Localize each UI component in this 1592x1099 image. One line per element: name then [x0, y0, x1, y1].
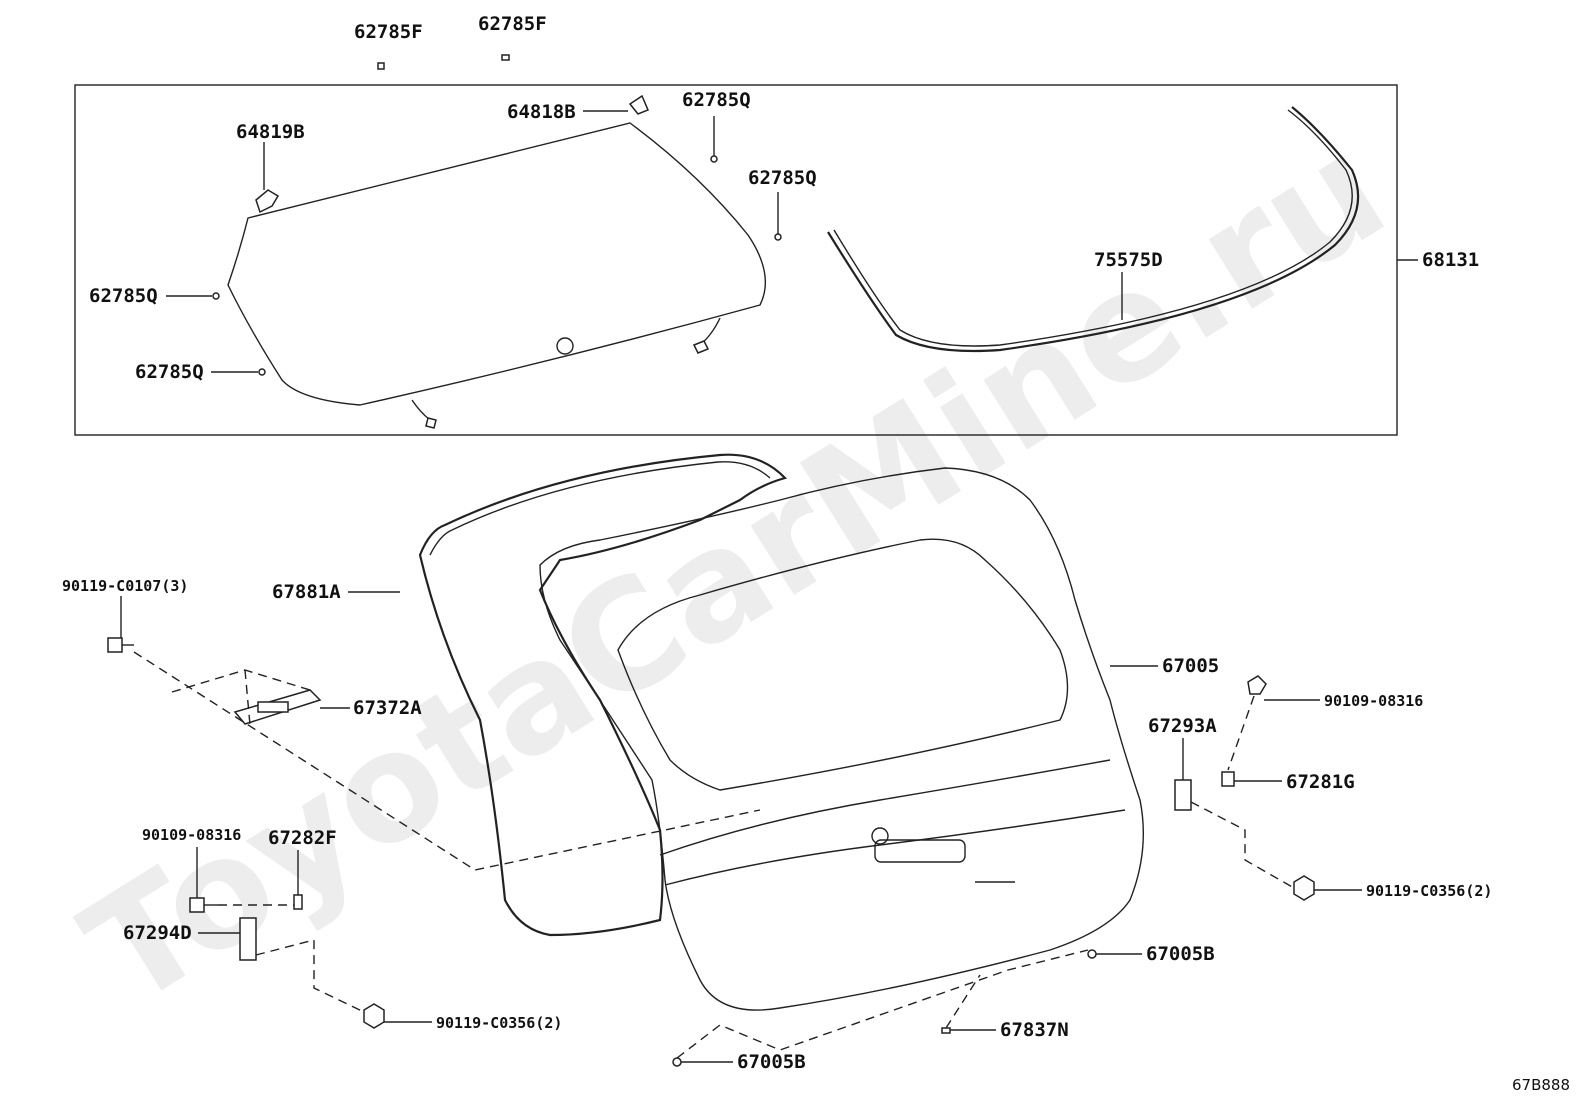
hinge-67372a — [233, 689, 322, 725]
dash-right-bracket — [1190, 801, 1295, 889]
diagram-id: 67B888 — [1512, 1076, 1570, 1094]
dash-bottom-plugs — [676, 949, 1089, 1059]
label-90119-c0107: 90119-C0107(3) — [62, 577, 188, 595]
clip-62785q-bottom — [258, 368, 266, 376]
watermark: ToyotaCarMine.ru — [57, 103, 1414, 1041]
glass-wire-bottom — [411, 399, 431, 421]
clip-62785f-1 — [377, 62, 385, 70]
license-garnish-recess — [874, 839, 966, 863]
label-90119-c0356-left: 90119-C0356(2) — [436, 1014, 562, 1032]
clip-62785f-2 — [501, 54, 510, 61]
label-62785f-1: 62785F — [354, 21, 423, 43]
label-64819b: 64819B — [236, 121, 305, 143]
clip-62785q-top — [710, 155, 718, 163]
label-67005: 67005 — [1162, 655, 1219, 677]
clip-67837n — [941, 1027, 951, 1034]
part-67281g — [1221, 771, 1235, 787]
label-67372a: 67372A — [353, 697, 422, 719]
bracket-67293a — [1174, 779, 1192, 811]
back-door-lower-crease — [659, 759, 1111, 856]
bracket-67294d — [239, 917, 257, 961]
back-door-lower-crease-2 — [664, 809, 1126, 886]
clip-62785q-right — [774, 233, 782, 241]
label-75575d: 75575D — [1094, 249, 1163, 271]
back-door-glass — [227, 122, 767, 406]
glass-connector-right — [692, 340, 710, 354]
label-62785q-bottom: 62785Q — [135, 361, 204, 383]
label-68131: 68131 — [1422, 249, 1479, 271]
bolt-90119-c0356-right — [1293, 875, 1315, 901]
door-weatherstrip-67881a-inner — [429, 461, 771, 556]
label-62785f-2: 62785F — [478, 13, 547, 35]
label-64818b: 64818B — [507, 101, 576, 123]
label-90119-c0356-right: 90119-C0356(2) — [1366, 882, 1492, 900]
label-67837n: 67837N — [1000, 1019, 1069, 1041]
label-62785q-right: 62785Q — [748, 167, 817, 189]
label-67005b-right: 67005B — [1146, 943, 1215, 965]
weatherstrip-75575d — [827, 106, 1360, 353]
bolt-90119-c0356-left — [363, 1003, 385, 1029]
bolt-90109-08316-right — [1247, 675, 1267, 695]
dash-left-bracket — [255, 939, 365, 1013]
label-67005b-bottom: 67005B — [737, 1051, 806, 1073]
clip-62785q-left — [212, 292, 220, 300]
label-67881a: 67881A — [272, 581, 341, 603]
label-67293a: 67293A — [1148, 715, 1217, 737]
dash-hinge-box — [171, 669, 311, 693]
label-62785q-left: 62785Q — [89, 285, 158, 307]
bolt-90109-08316-left — [189, 897, 218, 913]
plug-67005b-bottom — [672, 1057, 682, 1067]
label-62785q-top: 62785Q — [682, 89, 751, 111]
weatherstrip-75575d-inner — [833, 109, 1353, 347]
glass-connector-bottom — [425, 417, 437, 429]
door-hole-1 — [871, 827, 889, 845]
dash-67837n — [945, 974, 981, 1029]
plug-67005b-right — [1087, 949, 1097, 959]
part-67282f — [293, 894, 303, 910]
back-door-window-opening — [617, 538, 1069, 791]
dash-hinge-box-2 — [244, 669, 251, 726]
dash-right-bolt — [1227, 695, 1255, 771]
back-door-panel-67005 — [539, 467, 1145, 1011]
label-67281g: 67281G — [1286, 771, 1355, 793]
label-90109-08316-left: 90109-08316 — [142, 826, 241, 844]
label-90109-08316-right: 90109-08316 — [1324, 692, 1423, 710]
glass-washer-hole — [556, 337, 574, 355]
label-67294d: 67294D — [123, 922, 192, 944]
bolt-90119-c0107 — [107, 637, 134, 653]
label-67282f: 67282F — [268, 827, 337, 849]
part-64819b — [255, 189, 280, 214]
part-64818b — [628, 94, 649, 115]
